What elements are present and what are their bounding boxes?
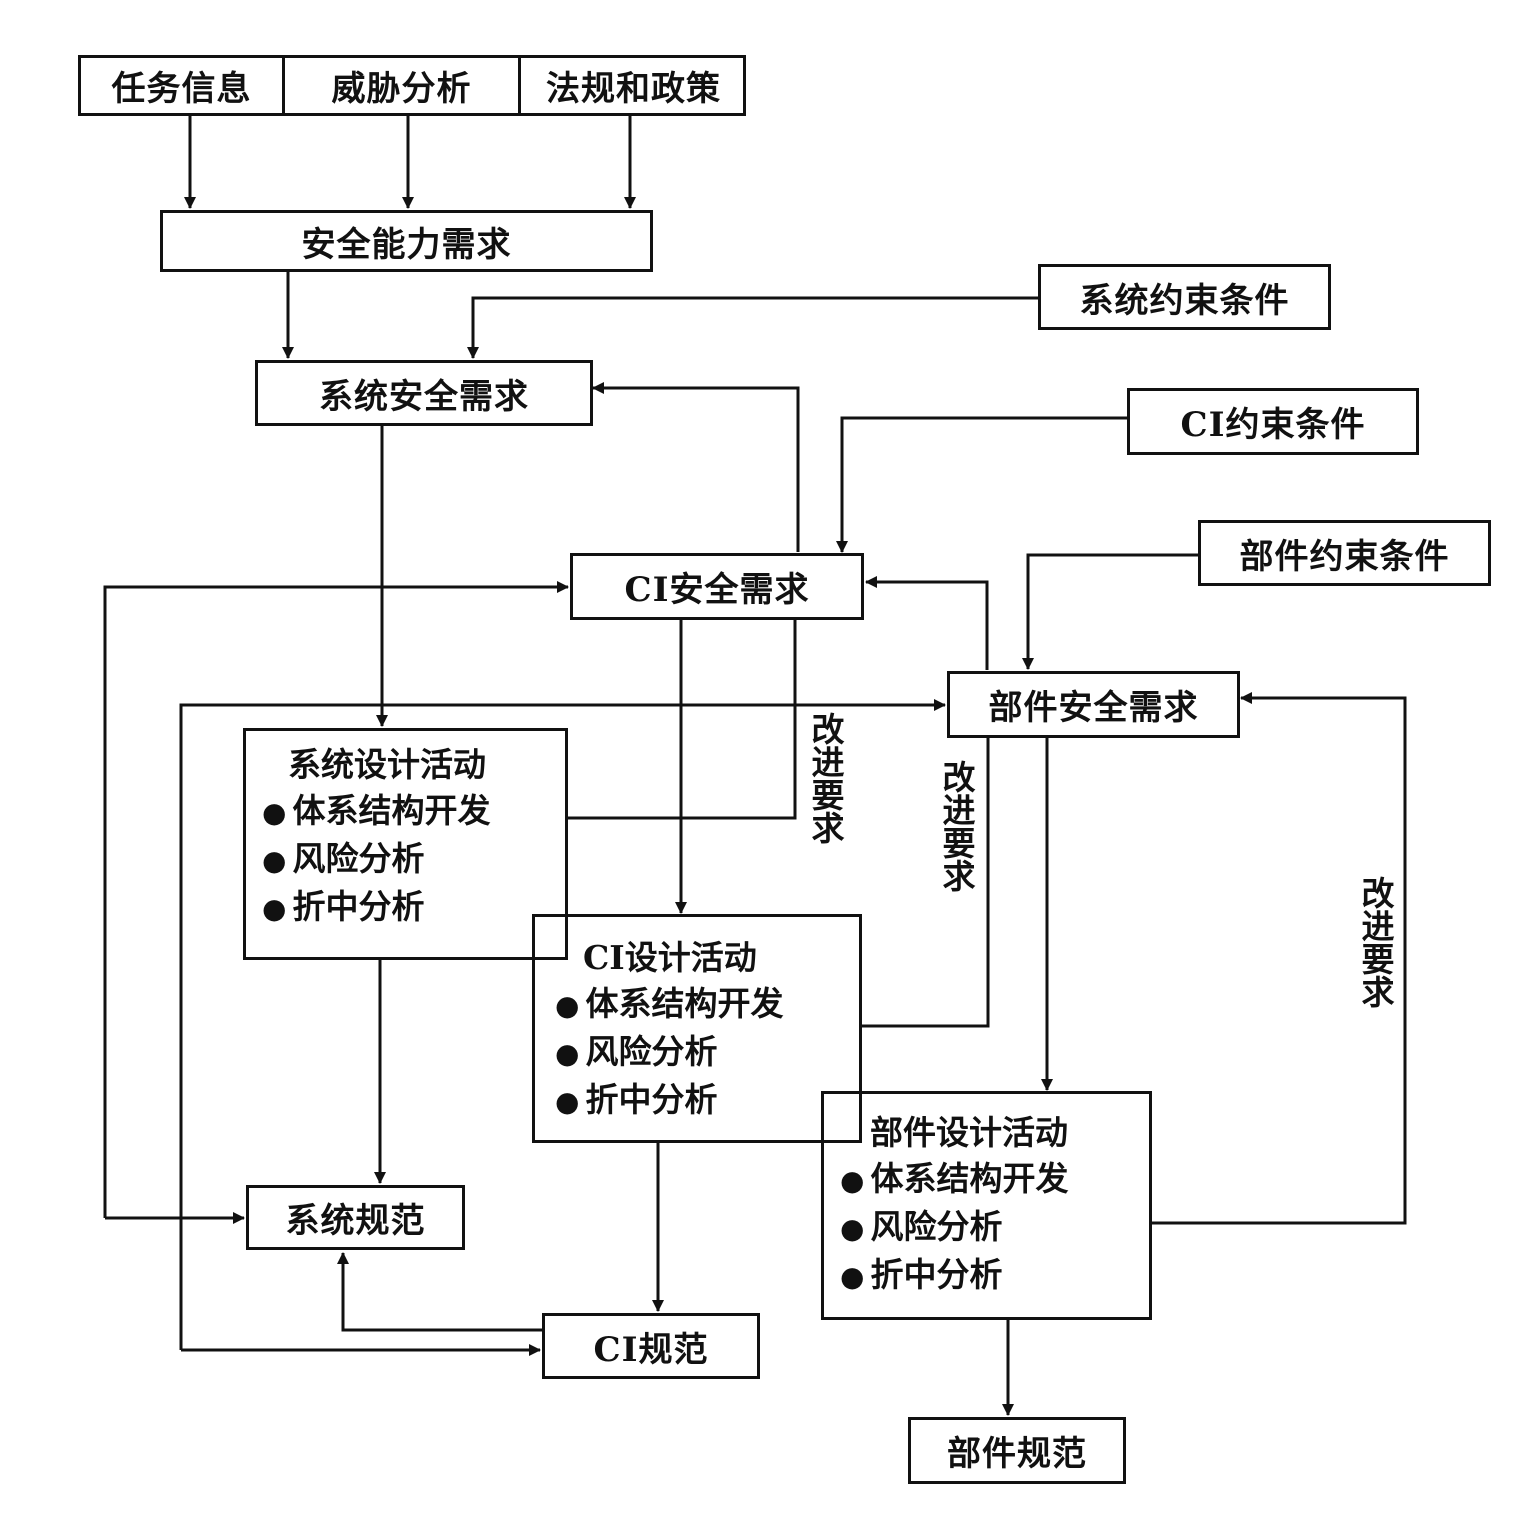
component-constraints-box — [1198, 520, 1491, 586]
input-divider-2 — [518, 55, 521, 116]
mission-info-label: 任务信息 — [111, 69, 252, 109]
component-spec-label: 部件规范 — [947, 1434, 1087, 1474]
system-design-box — [243, 728, 568, 960]
system-security-requirements-box — [255, 360, 593, 426]
laws-policies-label: 法规和政策 — [546, 69, 721, 109]
line-sysdesign-to-cisec — [566, 620, 797, 820]
component-spec-box — [908, 1417, 1126, 1484]
ci-design-item: 风险分析 — [555, 1029, 783, 1077]
capability-requirements-label: 安全能力需求 — [301, 224, 512, 265]
ci-design-title: CI设计活动 — [583, 938, 757, 977]
system-design-content: 系统设计活动 体系结构开发 风险分析 折中分析 — [262, 742, 490, 932]
component-constraints-label: 部件约束条件 — [1239, 536, 1450, 577]
component-design-box — [821, 1091, 1152, 1320]
arrow-cispec-to-sysspec — [337, 1252, 542, 1332]
arrow-compdesign-feedback-to-compsec — [1152, 692, 1407, 1225]
component-design-content: 部件设计活动 体系结构开发 风险分析 折中分析 — [840, 1110, 1068, 1300]
component-design-item: 体系结构开发 — [840, 1156, 1068, 1204]
ci-design-content: CI设计活动 体系结构开发 风险分析 折中分析 — [555, 935, 783, 1125]
arrow-outer-loop-to-compsec — [179, 699, 946, 1350]
component-design-title: 部件设计活动 — [870, 1113, 1068, 1152]
component-design-item: 风险分析 — [840, 1204, 1068, 1252]
ci-design-item: 折中分析 — [555, 1077, 783, 1125]
arrow-comp-feedback-to-cisec — [865, 576, 989, 670]
arrow-ciconstraints-to-cisec — [836, 416, 1128, 553]
arrow-ci-feedback-to-syssec — [592, 382, 800, 552]
ci-spec-box — [542, 1313, 760, 1379]
ci-design-item: 体系结构开发 — [555, 981, 783, 1029]
ci-constraints-label: CI约束条件 — [1180, 405, 1366, 445]
component-design-item: 折中分析 — [840, 1252, 1068, 1300]
capability-requirements-box — [160, 210, 653, 272]
feedback-label-component: 改进要求 — [937, 760, 976, 892]
feedback-label-ci: 改进要求 — [806, 712, 845, 844]
input-divider-1 — [282, 55, 285, 116]
feedback-label-component-design: 改进要求 — [1356, 876, 1395, 1008]
component-security-requirements-box — [947, 671, 1240, 738]
system-spec-box — [246, 1185, 465, 1250]
system-constraints-box — [1038, 264, 1331, 330]
arrow-left-loop-to-cisec — [103, 581, 569, 1218]
arrow-sysconstraints-to-syssec — [467, 296, 1038, 359]
system-security-requirements-label: 系统安全需求 — [319, 376, 529, 417]
input-row — [78, 55, 746, 116]
ci-design-box — [532, 914, 862, 1143]
threat-analysis-label: 威胁分析 — [331, 69, 472, 109]
ci-security-requirements-box — [570, 553, 864, 620]
ci-spec-label: CI规范 — [593, 1329, 709, 1370]
system-spec-label: 系统规范 — [285, 1201, 426, 1241]
system-design-item: 风险分析 — [262, 836, 490, 884]
system-design-title: 系统设计活动 — [288, 745, 486, 784]
system-constraints-label: 系统约束条件 — [1079, 280, 1290, 321]
component-security-requirements-label: 部件安全需求 — [988, 688, 1199, 728]
ci-constraints-box — [1127, 388, 1419, 455]
line-cidesign-to-compsec — [862, 738, 990, 1028]
ci-security-requirements-label: CI安全需求 — [624, 570, 810, 610]
arrow-compconstraints-to-compsec — [1022, 553, 1198, 670]
system-design-item: 体系结构开发 — [262, 788, 490, 836]
system-design-item: 折中分析 — [262, 884, 490, 932]
